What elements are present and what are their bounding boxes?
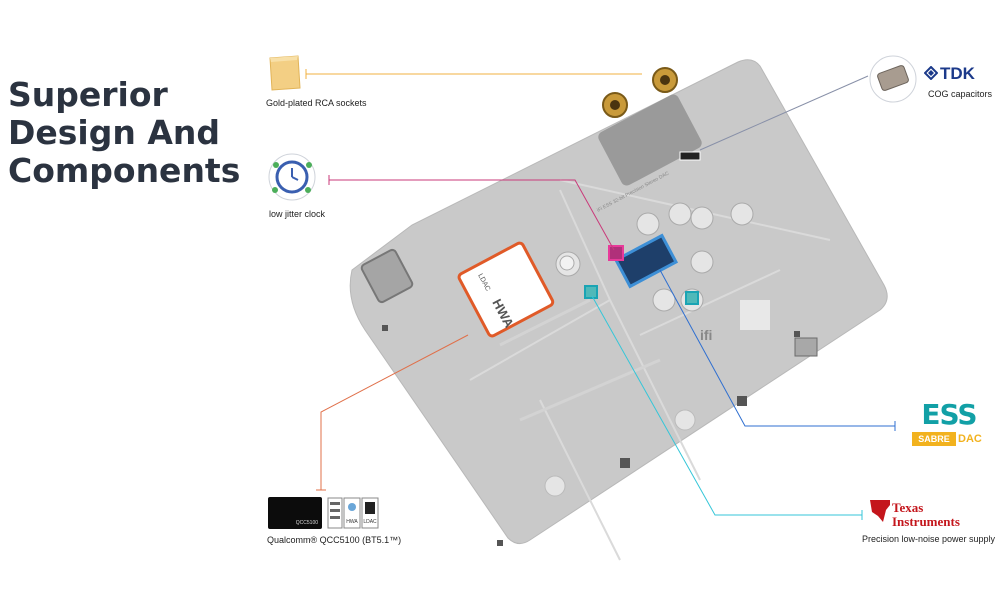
qcc-chip-text: QCC5100 bbox=[295, 520, 318, 526]
ess-logo-text: ESS bbox=[921, 398, 977, 431]
usb-port bbox=[360, 248, 414, 304]
sabre-text: SABRE bbox=[912, 432, 956, 446]
clock-label: low jitter clock bbox=[269, 209, 326, 219]
dac-text: DAC bbox=[956, 432, 988, 446]
dac-chip bbox=[613, 233, 679, 289]
rca-sockets bbox=[598, 67, 702, 186]
clock-icon bbox=[268, 153, 316, 201]
gold-chip-icon bbox=[269, 55, 301, 91]
page-heading: Superior Design And Components bbox=[8, 76, 248, 190]
regulator-1 bbox=[584, 285, 598, 299]
board-brand: ifi bbox=[700, 327, 712, 343]
rca-label: Gold-plated RCA sockets bbox=[266, 98, 367, 108]
tdk-mark-icon bbox=[923, 65, 939, 81]
qr-code bbox=[740, 300, 770, 330]
leds bbox=[544, 409, 696, 497]
callout-lines bbox=[305, 69, 896, 520]
bluetooth-module bbox=[457, 241, 555, 338]
pads bbox=[382, 325, 800, 546]
qualcomm-label: Qualcomm® QCC5100 (BT5.1™) bbox=[267, 535, 402, 545]
switch bbox=[794, 337, 818, 357]
clock-component bbox=[608, 245, 624, 261]
circuit-board bbox=[349, 59, 888, 561]
heading-line-1: Superior bbox=[8, 75, 168, 114]
ti-label: Precision low-noise power supply bbox=[862, 534, 996, 544]
badge-hwa: HWA bbox=[346, 519, 358, 525]
codec-badges: HWA LDAC bbox=[327, 497, 379, 529]
regulator-2 bbox=[685, 291, 699, 305]
ess-logo: ESS SABRE DAC bbox=[910, 400, 988, 448]
tdk-logo: TDK bbox=[923, 64, 975, 84]
heading-line-2: Design And bbox=[8, 113, 220, 152]
cog-capacitor bbox=[679, 151, 701, 161]
heading-line-3: Components bbox=[8, 151, 241, 190]
qcc5100-chip-image: QCC5100 bbox=[268, 497, 322, 529]
ti-logo-line-2: Instruments bbox=[892, 514, 960, 529]
badge-ldac: LDAC bbox=[363, 519, 377, 525]
ti-logo-icon bbox=[870, 500, 890, 522]
ti-logo: Texas Instruments bbox=[868, 500, 988, 530]
tdk-capacitor-icon bbox=[869, 55, 917, 103]
ti-logo-line-1: Texas bbox=[892, 500, 924, 515]
tdk-logo-text: TDK bbox=[940, 64, 975, 83]
tdk-label: COG capacitors bbox=[928, 89, 993, 99]
capacitors bbox=[555, 202, 754, 312]
